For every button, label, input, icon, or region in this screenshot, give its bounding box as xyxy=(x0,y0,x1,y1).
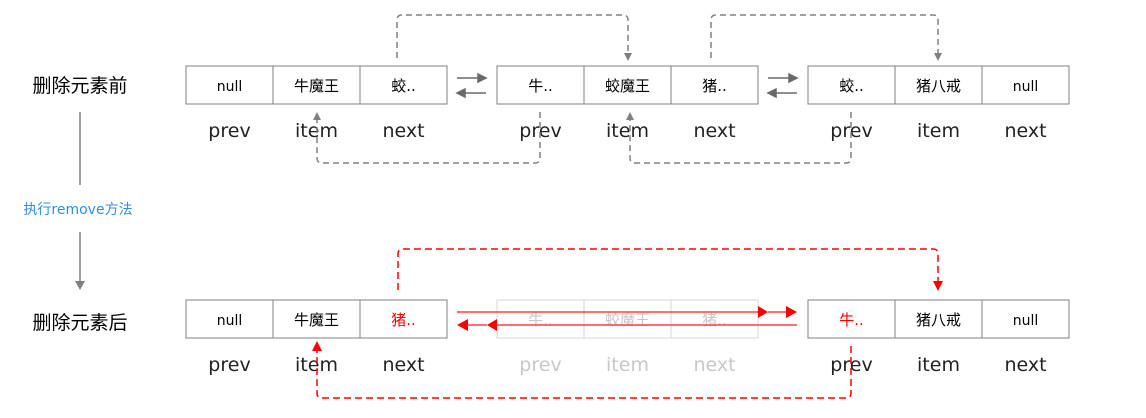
field-label-prev: prev xyxy=(519,120,561,142)
node-prev-value: 蛟.. xyxy=(839,77,864,95)
node-next-value: null xyxy=(1013,313,1039,329)
flow-arrow xyxy=(75,112,85,290)
after-node-2-removed: 牛.. 蛟魔王 猪.. prev item next xyxy=(496,299,759,376)
node-item-value: 牛魔王 xyxy=(294,311,339,329)
after-label: 删除元素后 xyxy=(32,312,127,334)
node-next-value: 猪.. xyxy=(702,77,727,95)
before-prev-pointer-1 xyxy=(313,112,541,164)
before-node-1: null 牛魔王 蛟.. prev item next xyxy=(185,65,448,142)
link-arrow-2-3 xyxy=(766,72,799,99)
node-item-value: 蛟魔王 xyxy=(605,77,650,95)
after-prev-pointer xyxy=(312,341,852,399)
node-prev-value: null xyxy=(217,313,243,329)
before-node-2: 牛.. 蛟魔王 猪.. prev item next xyxy=(496,65,759,142)
node-next-value: 猪.. xyxy=(391,311,416,329)
node-prev-value: 牛.. xyxy=(528,311,553,329)
node-item-value: 猪八戒 xyxy=(916,77,961,95)
node-prev-value: null xyxy=(217,79,243,95)
field-label-prev: prev xyxy=(830,354,872,376)
field-label-prev: prev xyxy=(830,120,872,142)
after-node-3: 牛.. 猪八戒 null prev item next xyxy=(807,299,1070,376)
after-next-pointer xyxy=(397,248,943,291)
before-label: 删除元素前 xyxy=(32,75,127,97)
after-link-forward xyxy=(457,306,797,318)
field-label-next: next xyxy=(382,354,424,376)
field-label-prev: prev xyxy=(208,354,250,376)
before-node-3: 蛟.. 猪八戒 null prev item next xyxy=(807,65,1070,142)
link-arrow-1-2 xyxy=(455,72,488,99)
node-next-value: 猪.. xyxy=(702,311,727,329)
field-label-item: item xyxy=(295,354,338,376)
field-label-next: next xyxy=(1004,354,1046,376)
action-label: 执行remove方法 xyxy=(23,202,132,218)
field-label-item: item xyxy=(606,354,649,376)
field-label-prev: prev xyxy=(519,354,561,376)
before-next-pointer-2 xyxy=(710,14,942,61)
node-next-value: null xyxy=(1013,79,1039,95)
node-item-value: 蛟魔王 xyxy=(605,311,650,329)
node-item-value: 猪八戒 xyxy=(916,311,961,329)
before-prev-pointer-2 xyxy=(626,112,852,164)
field-label-item: item xyxy=(917,120,960,142)
field-label-next: next xyxy=(693,120,735,142)
after-link-backward xyxy=(457,319,797,331)
field-label-prev: prev xyxy=(208,120,250,142)
node-prev-value: 牛.. xyxy=(528,77,553,95)
field-label-next: next xyxy=(382,120,424,142)
field-label-item: item xyxy=(606,120,649,142)
field-label-next: next xyxy=(693,354,735,376)
before-row: null 牛魔王 蛟.. prev item next 牛.. 蛟魔王 猪.. … xyxy=(185,14,1070,164)
node-item-value: 牛魔王 xyxy=(294,77,339,95)
before-next-pointer-1 xyxy=(396,14,632,61)
field-label-next: next xyxy=(1004,120,1046,142)
node-prev-value: 牛.. xyxy=(839,311,864,329)
field-label-item: item xyxy=(917,354,960,376)
after-node-1: null 牛魔王 猪.. prev item next xyxy=(185,299,448,376)
node-next-value: 蛟.. xyxy=(391,77,416,95)
after-row: null 牛魔王 猪.. prev item next 牛.. 蛟魔王 猪.. … xyxy=(185,248,1070,399)
